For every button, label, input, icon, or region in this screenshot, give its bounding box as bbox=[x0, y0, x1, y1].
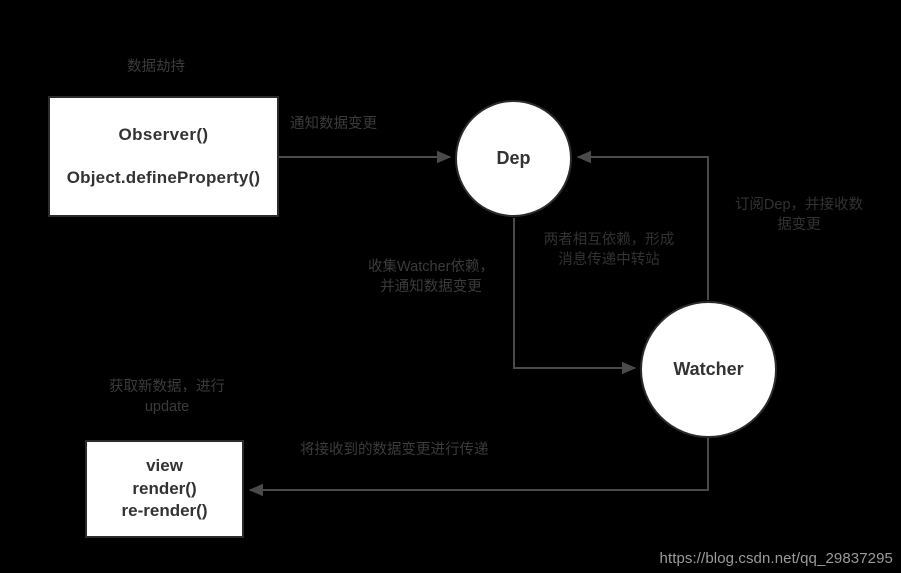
label-data-hijack: 数据劫持 bbox=[127, 59, 185, 75]
node-view-line2: render() bbox=[132, 478, 197, 498]
node-dep[interactable]: Dep bbox=[455, 100, 572, 217]
label-notify-data-change: 通知数据变更 bbox=[290, 116, 377, 132]
node-dep-label: Dep bbox=[496, 148, 531, 168]
node-observer-line2: Object.defineProperty() bbox=[66, 168, 261, 187]
label-get-new-data-update: 获取新数据，进行 update bbox=[109, 379, 225, 415]
label-subscribe-dep: 订阅Dep，并接收数 据变更 bbox=[734, 197, 864, 233]
node-observer-line1: Observer() bbox=[118, 125, 209, 144]
edge-watcher-to-dep bbox=[576, 150, 709, 300]
label-mutual-dependency: 两者相互依赖，形成 消息传递中转站 bbox=[543, 232, 675, 268]
node-watcher[interactable]: Watcher bbox=[640, 301, 777, 438]
node-view-line3: re-render() bbox=[121, 501, 208, 521]
node-observer[interactable]: Observer() Object.defineProperty() bbox=[48, 96, 279, 217]
node-view[interactable]: view render() re-render() bbox=[85, 440, 244, 538]
label-transmit-data-change: 将接收到的数据变更进行传递 bbox=[300, 442, 489, 458]
watermark: https://blog.csdn.net/qq_29837295 bbox=[659, 550, 893, 567]
label-collect-watcher-dependency: 收集Watcher依赖， 并通知数据变更 bbox=[368, 259, 494, 295]
node-view-line1: view bbox=[146, 456, 183, 476]
node-watcher-label: Watcher bbox=[673, 359, 744, 379]
